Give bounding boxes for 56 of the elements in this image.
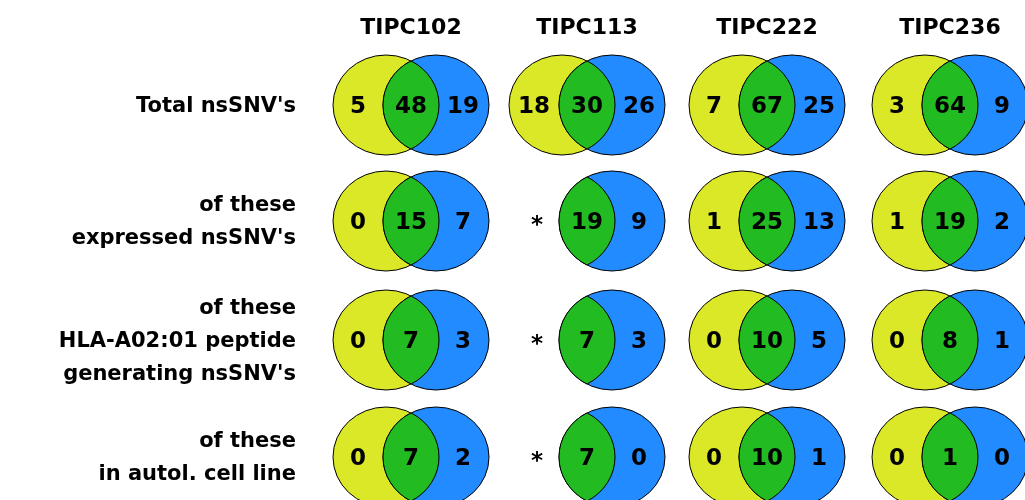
count-label: 7: [579, 327, 595, 353]
count-label: 1: [811, 444, 827, 470]
count-label: 5: [811, 327, 827, 353]
count-label: 18: [518, 92, 550, 118]
count-label: 7: [579, 444, 595, 470]
row-label: of these expressed nsSNV's: [70, 191, 296, 251]
count-label: 19: [571, 208, 603, 234]
count-label: 0: [889, 327, 905, 353]
count-label: 9: [994, 92, 1010, 118]
asterisk-mark: *: [531, 447, 543, 473]
count-label: 7: [706, 92, 722, 118]
count-label: 25: [803, 92, 835, 118]
count-label: 7: [455, 208, 471, 234]
count-label: 7: [403, 327, 419, 353]
count-label: 2: [994, 208, 1010, 234]
count-label: 19: [447, 92, 479, 118]
count-label: 3: [631, 327, 647, 353]
count-label: 0: [350, 208, 366, 234]
count-label: 26: [623, 92, 655, 118]
column-header: TIPC113: [536, 14, 638, 39]
count-label: 0: [706, 444, 722, 470]
count-label: 10: [751, 327, 783, 353]
count-label: 1: [706, 208, 722, 234]
count-label: 15: [395, 208, 427, 234]
count-label: 0: [889, 444, 905, 470]
count-label: 1: [994, 327, 1010, 353]
row-label: of these in autol. cell line: [97, 427, 296, 487]
count-label: 0: [350, 444, 366, 470]
column-header: TIPC236: [899, 14, 1001, 39]
count-label: 5: [350, 92, 366, 118]
count-label: 19: [934, 208, 966, 234]
count-label: 0: [706, 327, 722, 353]
count-label: 1: [942, 444, 958, 470]
count-label: 30: [571, 92, 603, 118]
count-label: 8: [942, 327, 958, 353]
count-label: 64: [934, 92, 966, 118]
count-label: 2: [455, 444, 471, 470]
asterisk-mark: *: [531, 211, 543, 237]
count-label: 0: [994, 444, 1010, 470]
column-header: TIPC222: [716, 14, 818, 39]
row-label: of these HLA-A02:01 peptide generating nsSNV's: [57, 293, 296, 387]
count-label: 0: [350, 327, 366, 353]
count-label: 25: [751, 208, 783, 234]
count-label: 1: [889, 208, 905, 234]
asterisk-mark: *: [531, 330, 543, 356]
count-label: 67: [751, 92, 783, 118]
row-label: Total nsSNV's: [134, 91, 296, 119]
column-header: TIPC102: [360, 14, 462, 39]
count-label: 13: [803, 208, 835, 234]
count-label: 3: [889, 92, 905, 118]
count-label: 0: [631, 444, 647, 470]
count-label: 10: [751, 444, 783, 470]
count-label: 48: [395, 92, 427, 118]
count-label: 7: [403, 444, 419, 470]
count-label: 3: [455, 327, 471, 353]
count-label: 9: [631, 208, 647, 234]
